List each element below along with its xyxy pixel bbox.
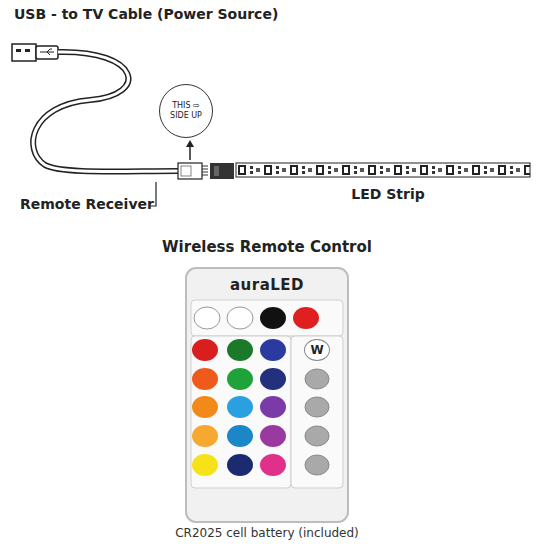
color-button xyxy=(260,425,286,447)
color-button xyxy=(192,425,218,447)
color-button xyxy=(192,454,218,476)
color-button xyxy=(260,454,286,476)
color-button xyxy=(260,339,286,361)
callout-circle: THIS ⇨ SIDE UP xyxy=(159,84,213,138)
part-label: LED Strip xyxy=(351,186,424,202)
color-button xyxy=(260,368,286,390)
color-button xyxy=(227,454,253,476)
function-button xyxy=(305,369,329,389)
color-button xyxy=(192,339,218,361)
color-button xyxy=(227,425,253,447)
title: USB - to TV Cable (Power Source) xyxy=(14,6,278,22)
brand-logo: auraLED xyxy=(230,276,304,294)
remote-control: auraLED W xyxy=(186,268,348,522)
part-label: Wireless Remote Control xyxy=(162,238,372,256)
color-button xyxy=(192,368,218,390)
color-button xyxy=(260,396,286,418)
color-buttons xyxy=(192,339,329,476)
white-button: W xyxy=(304,339,330,361)
node-text: THIS ⇨ SIDE UP xyxy=(167,101,205,122)
remote-body xyxy=(186,268,348,522)
caption: CR2025 cell battery (included) xyxy=(175,526,359,540)
color-button xyxy=(192,396,218,418)
node-text: W xyxy=(310,344,323,356)
function-button xyxy=(305,455,329,475)
part-label: Remote Receiver xyxy=(20,196,154,212)
color-button xyxy=(227,396,253,418)
led-strip xyxy=(210,163,530,179)
cable xyxy=(33,52,178,172)
color-button xyxy=(227,368,253,390)
usb-plug xyxy=(12,44,58,61)
color-button xyxy=(227,339,253,361)
function-button xyxy=(305,397,329,417)
function-button xyxy=(305,426,329,446)
remote-receiver xyxy=(178,140,208,179)
